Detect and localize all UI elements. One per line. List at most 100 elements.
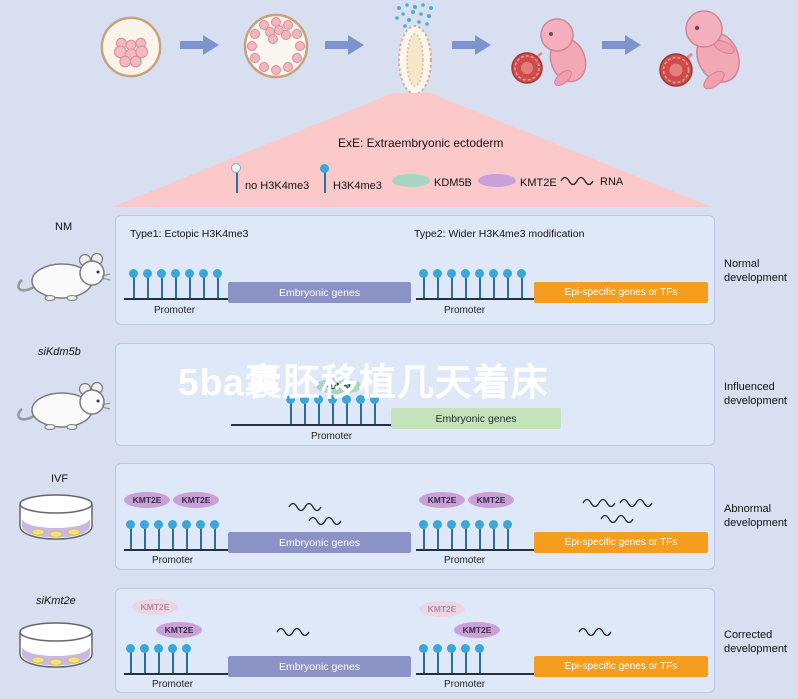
condition-label-ivf: IVF [51, 473, 69, 485]
rna-wave-icon [582, 498, 616, 508]
h3k4me3-icon [213, 269, 222, 298]
promoter-label: Promoter [154, 305, 196, 316]
rna-wave-icon [619, 498, 653, 508]
rna-wave-icon [308, 516, 342, 526]
promoter-label: Promoter [152, 555, 194, 566]
h3k4me3-icon [370, 395, 379, 424]
h3k4me3-icon [182, 644, 191, 673]
rna-wave-icon [560, 176, 594, 186]
h3k4me3-marks [129, 269, 222, 298]
kmt2e-oval-icon [478, 174, 516, 187]
rna-wave-icon [276, 627, 310, 637]
h3k4me3-icon [433, 269, 442, 298]
h3k4me3-icon [447, 520, 456, 549]
kmt2e-oval: KMT2E [454, 622, 500, 638]
epi-genes-box: Epi-specific genes or TFs [534, 656, 708, 677]
h3k4me3-icon [168, 520, 177, 549]
h3k4me3-icon [461, 269, 470, 298]
h3k4me3-icon [475, 520, 484, 549]
h3k4me3-marks [126, 644, 191, 673]
outcome-label-influenced: Influenced development [724, 381, 787, 407]
h3k4me3-icon [126, 644, 135, 673]
h3k4me3-icon [447, 644, 456, 673]
panel-influenced: KDM5B Embryonic genes Promoter [115, 343, 715, 446]
kmt2e-oval: KMT2E [419, 492, 465, 508]
h3k4me3-marks [419, 644, 484, 673]
arrow-icon [325, 35, 364, 55]
h3k4me3-icon [419, 269, 428, 298]
h3k4me3-icon [419, 644, 428, 673]
kdm5b-oval: KDM5B [316, 378, 362, 394]
h3k4me3-icon [419, 520, 428, 549]
h3k4me3-marks [126, 520, 219, 549]
open-lollipop-icon [231, 163, 241, 193]
blastocyst-icon [243, 13, 309, 79]
h3k4me3-icon [433, 644, 442, 673]
rna-wave-icon [288, 502, 322, 512]
embryonic-genes-box: Embryonic genes [391, 408, 561, 429]
rna-wave-icon [578, 627, 612, 637]
arrow-icon [452, 35, 491, 55]
h3k4me3-icon [196, 520, 205, 549]
h3k4me3-marks [419, 520, 512, 549]
mouse-icon [17, 381, 111, 430]
legend-title: ExE: Extraembryonic ectoderm [338, 136, 504, 150]
h3k4me3-icon [489, 520, 498, 549]
legend-label: KMT2E [520, 177, 557, 189]
condition-label-nm: NM [55, 221, 73, 233]
h3k4me3-icon [154, 520, 163, 549]
h3k4me3-marks [419, 269, 526, 298]
h3k4me3-icon [154, 644, 163, 673]
h3k4me3-icon [475, 644, 484, 673]
h3k4me3-icon [433, 520, 442, 549]
kmt2e-oval-faded: KMT2E [419, 601, 465, 617]
filled-lollipop-icon [320, 164, 329, 193]
legend-item-kmt2e: KMT2E [478, 174, 557, 190]
epi-genes-box: Epi-specific genes or TFs [534, 532, 708, 553]
mouse-icon [17, 252, 111, 301]
h3k4me3-icon [129, 269, 138, 298]
legend-item-kdm5b: KDM5B [392, 174, 472, 190]
kmt2e-oval: KMT2E [173, 492, 219, 508]
type2-label: Type2: Wider H3K4me3 modification [414, 228, 585, 240]
fetus-early-icon [511, 18, 587, 86]
h3k4me3-icon [140, 520, 149, 549]
kmt2e-oval: KMT2E [124, 492, 170, 508]
h3k4me3-icon [300, 395, 309, 424]
h3k4me3-icon [356, 395, 365, 424]
condition-label-sikdm5b: siKdm5b [38, 346, 81, 358]
h3k4me3-icon [503, 269, 512, 298]
culture-dish-icon [19, 494, 93, 540]
panel-corrected: KMT2E KMT2E Embryonic genes Promoter KMT… [115, 588, 715, 693]
condition-label-sikmt2e: siKmt2e [36, 595, 76, 607]
h3k4me3-icon [168, 644, 177, 673]
outcome-label-abnormal: Abnormal development [724, 503, 787, 529]
h3k4me3-icon [517, 269, 526, 298]
outcome-label-normal: Normal development [724, 258, 787, 284]
h3k4me3-icon [140, 644, 149, 673]
epi-genes-box: Epi-specific genes or TFs [534, 282, 708, 303]
legend-label: RNA [600, 176, 624, 188]
embryonic-genes-box: Embryonic genes [228, 282, 411, 303]
legend-label: KDM5B [434, 177, 472, 189]
kmt2e-oval-faded: KMT2E [132, 599, 178, 615]
h3k4me3-icon [447, 269, 456, 298]
type1-label: Type1: Ectopic H3K4me3 [130, 228, 249, 240]
embryonic-genes-box: Embryonic genes [228, 532, 411, 553]
panel-abnormal: KMT2E KMT2E Embryonic genes Promoter KMT… [115, 463, 715, 570]
promoter-label: Promoter [311, 431, 353, 442]
promoter-label: Promoter [444, 555, 486, 566]
h3k4me3-icon [314, 395, 323, 424]
legend-item-no-h3k4me3: no H3K4me3 [231, 163, 309, 193]
arrow-icon [602, 35, 641, 55]
h3k4me3-icon [461, 520, 470, 549]
watermark: 5ba囊胚移植几天着床 [178, 362, 549, 403]
h3k4me3-icon [342, 395, 351, 424]
outcome-label-corrected: Corrected development [724, 629, 787, 655]
legend-item-h3k4me3: H3K4me3 [320, 164, 382, 193]
h3k4me3-icon [143, 269, 152, 298]
h3k4me3-icon [503, 520, 512, 549]
h3k4me3-icon [126, 520, 135, 549]
h3k4me3-icon [461, 644, 470, 673]
